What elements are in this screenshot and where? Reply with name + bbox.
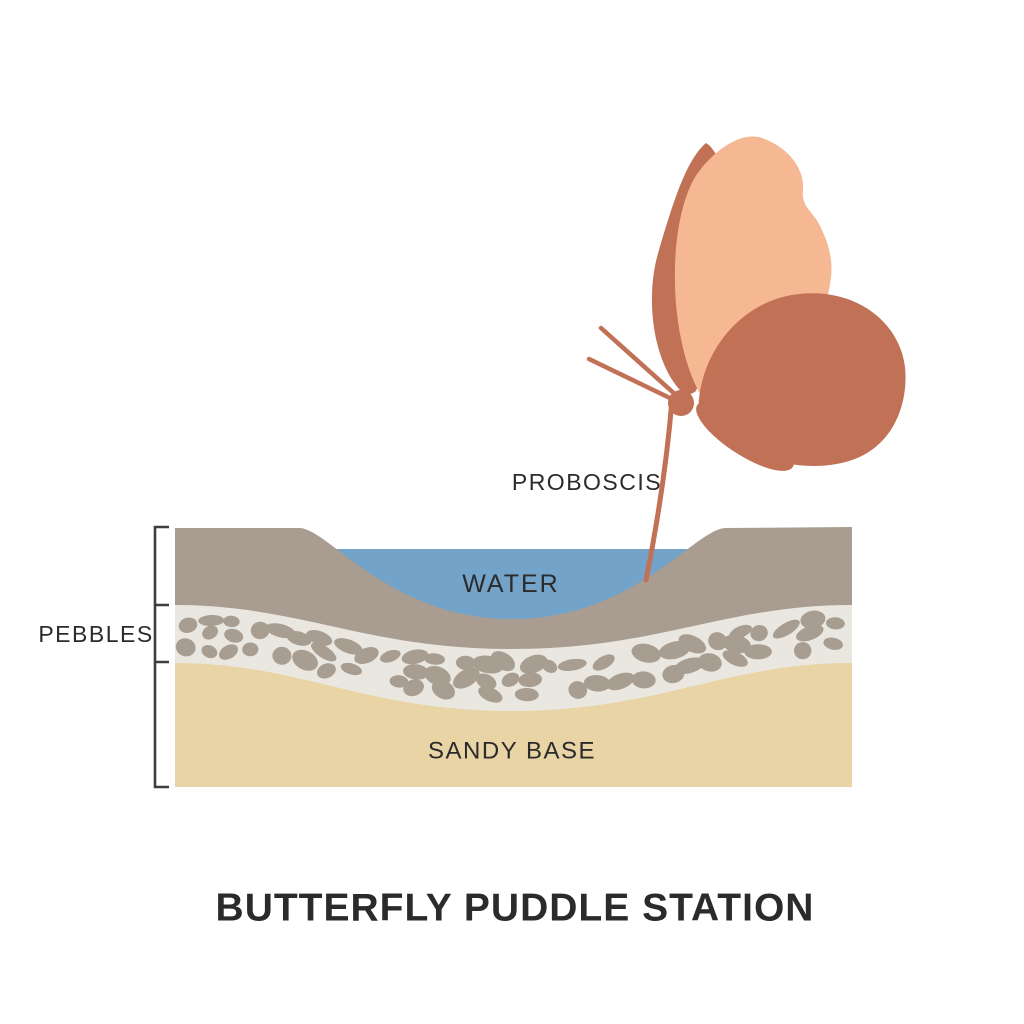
pebble: [542, 659, 558, 673]
pebble: [223, 615, 240, 628]
pebble: [557, 658, 587, 671]
pebble: [242, 642, 259, 657]
pebble: [606, 672, 635, 691]
pebble: [218, 644, 239, 660]
pebble: [354, 647, 379, 664]
pebble: [568, 681, 588, 699]
pebble: [490, 651, 516, 672]
pebble: [796, 624, 824, 642]
pebble: [380, 649, 401, 663]
pebble: [202, 625, 218, 640]
pebble: [403, 679, 424, 697]
pebble: [631, 643, 661, 663]
layers-bracket: [153, 525, 169, 789]
pebble: [698, 653, 722, 672]
proboscis-label: PROBOSCIS: [512, 469, 662, 495]
pebble: [750, 625, 768, 642]
pebbles-group: [175, 610, 845, 703]
pebble: [514, 687, 539, 702]
pebble: [744, 644, 772, 660]
cross-section: [175, 527, 852, 787]
pebble: [311, 642, 337, 662]
water-label: WATER: [462, 570, 560, 598]
sandy-base-label: SANDY BASE: [428, 738, 596, 765]
pebble: [401, 649, 429, 665]
pebble: [424, 653, 445, 665]
pebble: [452, 667, 480, 689]
pebble: [178, 617, 198, 633]
pebble: [292, 649, 318, 671]
pebble: [722, 634, 751, 654]
pebble: [592, 654, 615, 671]
pebble: [175, 638, 196, 657]
pebble: [224, 628, 244, 643]
pebble: [198, 614, 225, 627]
pebbles-label: PEBBLES: [38, 621, 153, 647]
pebble: [772, 619, 800, 639]
pebble: [286, 630, 312, 646]
pebble: [823, 637, 843, 650]
pebble: [272, 646, 292, 665]
pebble: [678, 634, 707, 654]
pebble: [826, 617, 845, 630]
pebble: [316, 663, 336, 679]
pebble: [478, 686, 503, 703]
pebble: [403, 664, 429, 680]
pebble: [800, 610, 826, 629]
pebble: [250, 621, 270, 640]
pebble: [431, 680, 455, 700]
pebble: [456, 655, 476, 671]
pebble: [501, 672, 520, 687]
pebble: [519, 654, 548, 674]
pebble: [306, 629, 333, 646]
pebble: [389, 675, 409, 688]
pebble: [708, 632, 727, 651]
sandy-base-layer: [175, 663, 852, 787]
pebble: [674, 657, 705, 675]
butterfly-abdomen: [696, 401, 794, 471]
pebble: [794, 642, 812, 660]
butterfly-antennae: [586, 325, 680, 403]
butterfly-proboscis: [643, 397, 675, 583]
pebble: [201, 645, 218, 659]
page-title: BUTTERFLY PUDDLE STATION: [216, 887, 815, 930]
pebble: [476, 673, 497, 690]
pebble: [340, 662, 363, 676]
pebble: [722, 650, 748, 667]
pebble: [518, 672, 543, 688]
pebble: [583, 675, 611, 692]
pebble: [334, 638, 363, 655]
butterfly: [586, 136, 906, 583]
pebble: [631, 671, 656, 689]
